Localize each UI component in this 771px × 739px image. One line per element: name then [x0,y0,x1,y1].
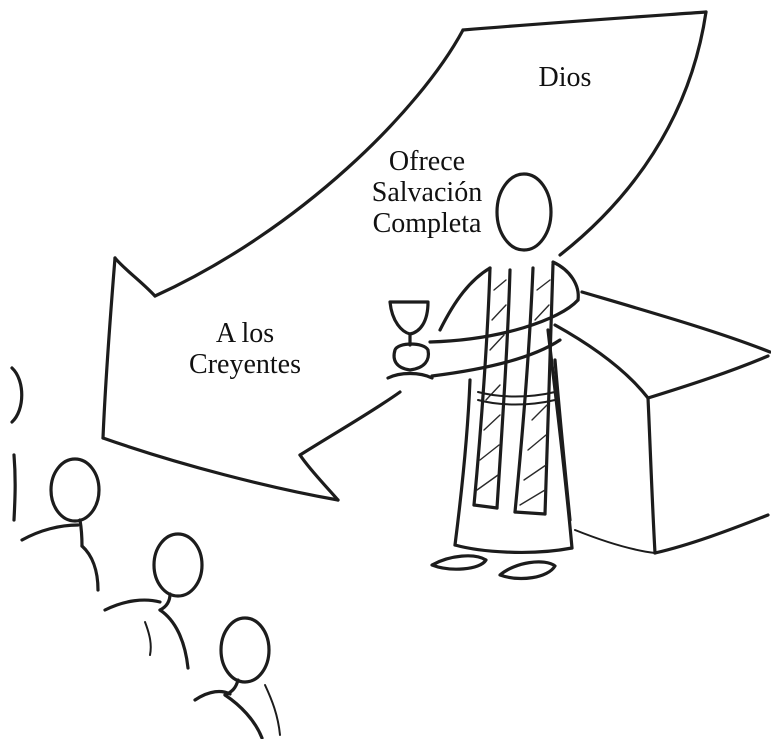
label-offers-line2: Salvación [371,177,483,208]
chalice-icon [386,300,434,380]
label-believers-line2: Creyentes [189,349,301,380]
label-believers-line1: A los [215,318,275,349]
label-offers-salvation: Ofrece Salvación Completa [352,146,502,239]
label-offers-line3: Completa [372,208,482,239]
salvation-arrow [101,10,708,502]
altar-table [553,290,771,555]
believers-group [10,366,281,739]
label-to-believers: A los Creyentes [170,318,320,380]
priest-figure [428,172,580,580]
label-god: Dios [538,62,592,93]
label-offers-line1: Ofrece [388,146,466,177]
